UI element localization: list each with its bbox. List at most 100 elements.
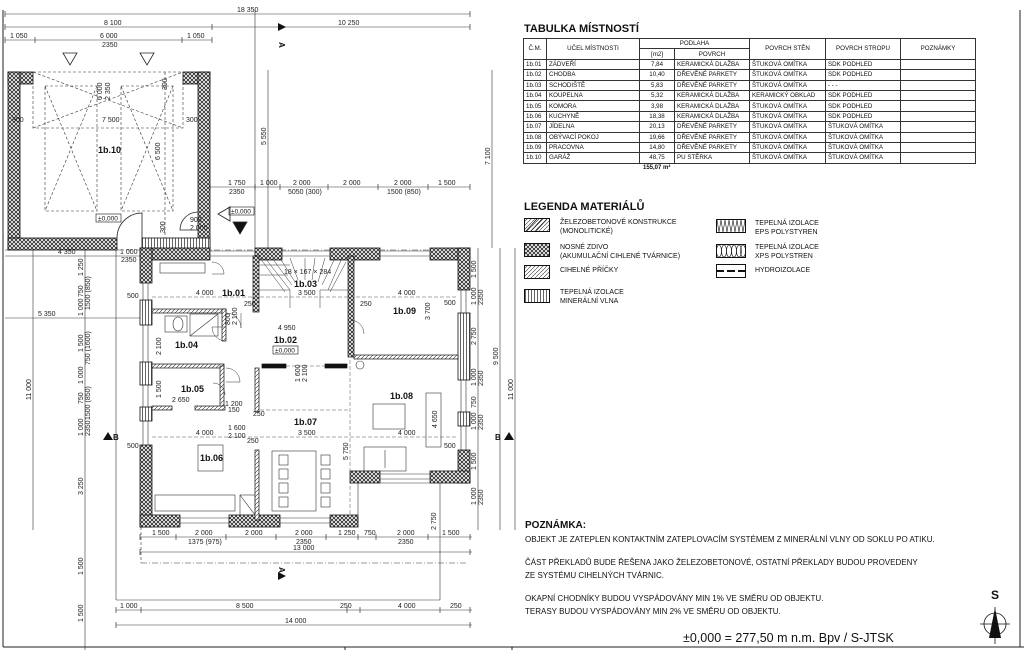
- dimension-label: 2350: [478, 489, 485, 505]
- legend-item-concrete: ŽELEZOBETONOVÉ KONSTRUKCE(MONOLITICKÉ): [560, 219, 677, 235]
- room-label-1b08: 1b.08: [390, 391, 413, 401]
- dimension-label: 1 500: [152, 530, 170, 537]
- dimension-lines: [5, 10, 516, 650]
- dimension-label: 250: [253, 411, 265, 418]
- room-table-cell: 5,83: [639, 79, 675, 91]
- room-table-cell: DŘEVĚNÉ PARKETY: [674, 79, 750, 91]
- room-table-cell: DŘEVĚNÉ PARKETY: [674, 141, 750, 154]
- dimension-label: 18 350: [237, 7, 259, 14]
- dimension-label: 1 050: [187, 33, 205, 40]
- dimension-label: 750: [78, 285, 85, 297]
- room-table-cell: JÍDELNA: [546, 121, 640, 133]
- dimension-label: 6 500: [155, 142, 162, 160]
- dimension-label: 4 650: [432, 410, 439, 428]
- room-table: Č.M. UČEL MÍSTNOSTI PODLAHA POVRCH STĚN …: [523, 37, 976, 164]
- room-table-cell: [900, 79, 976, 91]
- room-table-cell: SDK PODHLED: [825, 58, 901, 71]
- room-table-cell: ŠTUKOVÁ OMÍTKA: [749, 121, 826, 133]
- room-table-cell: CHODBA: [546, 69, 640, 81]
- dimension-label: 250: [244, 301, 256, 308]
- section-a-top: A: [277, 42, 286, 48]
- room-table-cell: GARÁŽ: [546, 152, 640, 164]
- dimension-label: 500: [127, 293, 139, 300]
- note-line: ZE SYSTÉMU CIHELNÝCH TVÁRNIC.: [525, 570, 664, 580]
- legend-item-brick-partition: CIHELNÉ PŘÍČKY: [560, 267, 619, 274]
- room-table-cell: SCHODIŠTĚ: [546, 79, 640, 91]
- legend-swatch-brick-partition: [524, 265, 550, 279]
- room-table-cell: KERAMICKÁ DLAŽBA: [674, 100, 750, 112]
- dimension-label: 4 000: [398, 430, 416, 437]
- section-a-bottom: A: [277, 567, 286, 573]
- dimension-label: 300: [12, 117, 24, 124]
- dimension-label: 1 000: [471, 368, 478, 386]
- room-table-cell: - - -: [825, 79, 901, 91]
- dimension-label: 1 000: [260, 180, 278, 187]
- dimension-label: 11 000: [508, 379, 515, 400]
- header-surface: POVRCH: [674, 48, 750, 60]
- legend-title: LEGENDA MATERIÁLŮ: [524, 201, 645, 213]
- room-table-cell: 19,66: [639, 131, 675, 143]
- room-table-cell: ŠTUKOVÁ OMÍTKA: [749, 58, 826, 71]
- dimension-label: 1500 (850): [387, 189, 421, 196]
- dimension-label: 500: [444, 443, 456, 450]
- dimension-label: 1 500: [78, 557, 85, 575]
- room-table-total: 155,07 m²: [643, 165, 671, 171]
- dimension-label: 800: [225, 313, 232, 325]
- dimension-label: 1 500: [442, 530, 460, 537]
- dimension-label: 1 000: [471, 287, 478, 305]
- room-table-cell: ŠTUKOVÁ OMÍTKA: [749, 79, 826, 91]
- dimension-label: 2 000: [394, 180, 412, 187]
- room-table-cell: [900, 141, 976, 154]
- dimension-label: 5 750: [343, 442, 350, 460]
- room-table-cell: 7,84: [639, 58, 675, 71]
- room-table-cell: [900, 152, 976, 164]
- room-table-cell: SDK PODHLED: [825, 89, 901, 102]
- room-table-cell: OBÝVACÍ POKOJ: [546, 131, 640, 143]
- room-table-cell: 1b.07: [523, 121, 547, 133]
- room-table-cell: ŠTUKOVÁ OMÍTKA: [825, 131, 901, 143]
- header-purpose: UČEL MÍSTNOSTI: [546, 38, 640, 60]
- dimension-label: 8 100: [104, 20, 122, 27]
- room-table-cell: [900, 131, 976, 143]
- room-table-title: TABULKA MÍSTNOSTÍ: [524, 23, 639, 35]
- room-label-1b10: 1b.10: [98, 145, 121, 155]
- dimension-label: 1 250: [78, 258, 85, 276]
- dimension-label: 2 000: [397, 530, 415, 537]
- dimension-label: 750 (1600): [85, 331, 92, 365]
- room-table-cell: [900, 69, 976, 81]
- dimension-label: 2 750: [471, 327, 478, 345]
- dimension-label: 250: [450, 603, 462, 610]
- room-table-cell: SDK PODHLED: [825, 100, 901, 112]
- elevation-reference: ±0,000 = 277,50 m n.m. Bpv / S-JTSK: [683, 631, 894, 645]
- section-b-right: B: [495, 433, 501, 442]
- dimension-label: 2 000: [343, 180, 361, 187]
- level-mark-entry: ±0,000: [231, 209, 251, 216]
- header-cm: Č.M.: [523, 38, 547, 60]
- dimension-label: 2 650: [172, 397, 190, 404]
- room-label-1b01: 1b.01: [222, 288, 245, 298]
- dimension-label: 6 000: [97, 82, 104, 100]
- garage-entry-marks: [62, 52, 248, 239]
- dimension-label: 1 600: [295, 364, 302, 382]
- room-table-cell: 18,38: [639, 110, 675, 123]
- dimension-label: 2 100: [232, 307, 239, 325]
- legend-swatch-xps: [716, 244, 746, 258]
- room-table-cell: KERAMICKÝ OBKLAD: [749, 89, 826, 102]
- room-label-1b05: 1b.05: [181, 384, 204, 394]
- room-table-cell: 10,40: [639, 69, 675, 81]
- dimension-label: 750: [471, 396, 478, 408]
- room-table-cell: ŠTUKOVÁ OMÍTKA: [749, 69, 826, 81]
- dimension-label: 3 500: [298, 430, 316, 437]
- dimension-label: 250: [340, 603, 352, 610]
- dimension-label: 2350: [478, 370, 485, 386]
- section-markers: A A B B: [103, 23, 514, 580]
- dimension-label: 4 000: [196, 430, 214, 437]
